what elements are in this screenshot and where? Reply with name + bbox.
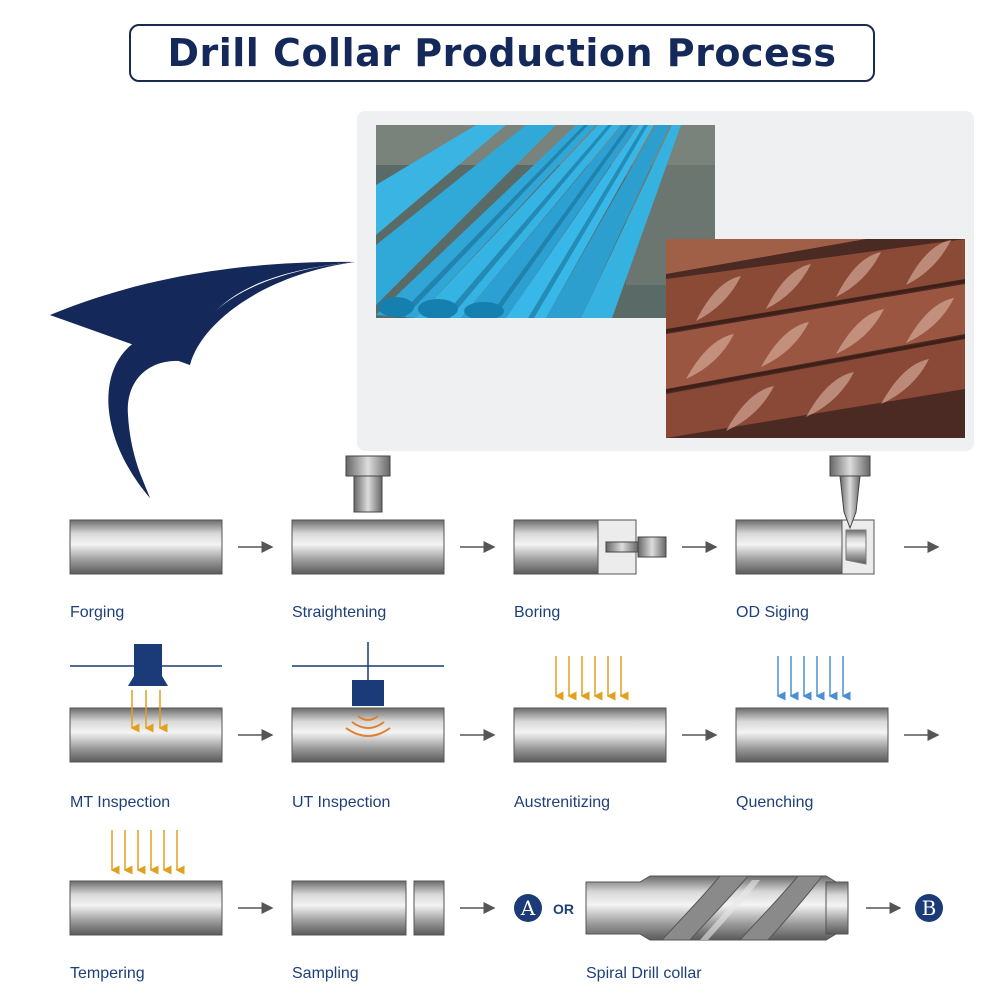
spiral-drill-collar-icon (585, 875, 849, 941)
step-label-ut-inspection: UT Inspection (292, 794, 391, 811)
step-label-forging: Forging (70, 604, 125, 621)
step-label-od-siging: OD Siging (736, 604, 809, 621)
step-label-boring: Boring (514, 604, 561, 621)
step-label-mt-inspection: MT Inspection (70, 794, 171, 811)
marker-a: A (514, 894, 542, 922)
boring-pipe (513, 519, 599, 575)
step-label-spiral-drill-collar: Spiral Drill collar (586, 965, 702, 982)
press-icon (345, 455, 391, 513)
step-label-quenching: Quenching (736, 794, 814, 811)
step-label-straightening: Straightening (292, 604, 387, 621)
or-label: OR (553, 901, 574, 917)
spiral-drill-collars-photo (666, 239, 965, 438)
od-siging-pipe (735, 519, 843, 575)
step-label-sampling: Sampling (292, 965, 359, 982)
step-label-austrenitizing: Austrenitizing (514, 794, 611, 811)
page-title: Drill Collar Production Process (167, 31, 837, 75)
forging-pipe (69, 519, 223, 575)
curved-arrow-icon (50, 261, 355, 498)
step-label-tempering: Tempering (70, 965, 145, 982)
boring-tool-icon (605, 536, 667, 558)
blue-drill-collars-photo (376, 125, 715, 318)
marker-b: B (915, 894, 943, 922)
cutter-icon (829, 455, 871, 530)
straightening-pipe (291, 519, 445, 575)
title-box: Drill Collar Production Process (129, 24, 875, 82)
